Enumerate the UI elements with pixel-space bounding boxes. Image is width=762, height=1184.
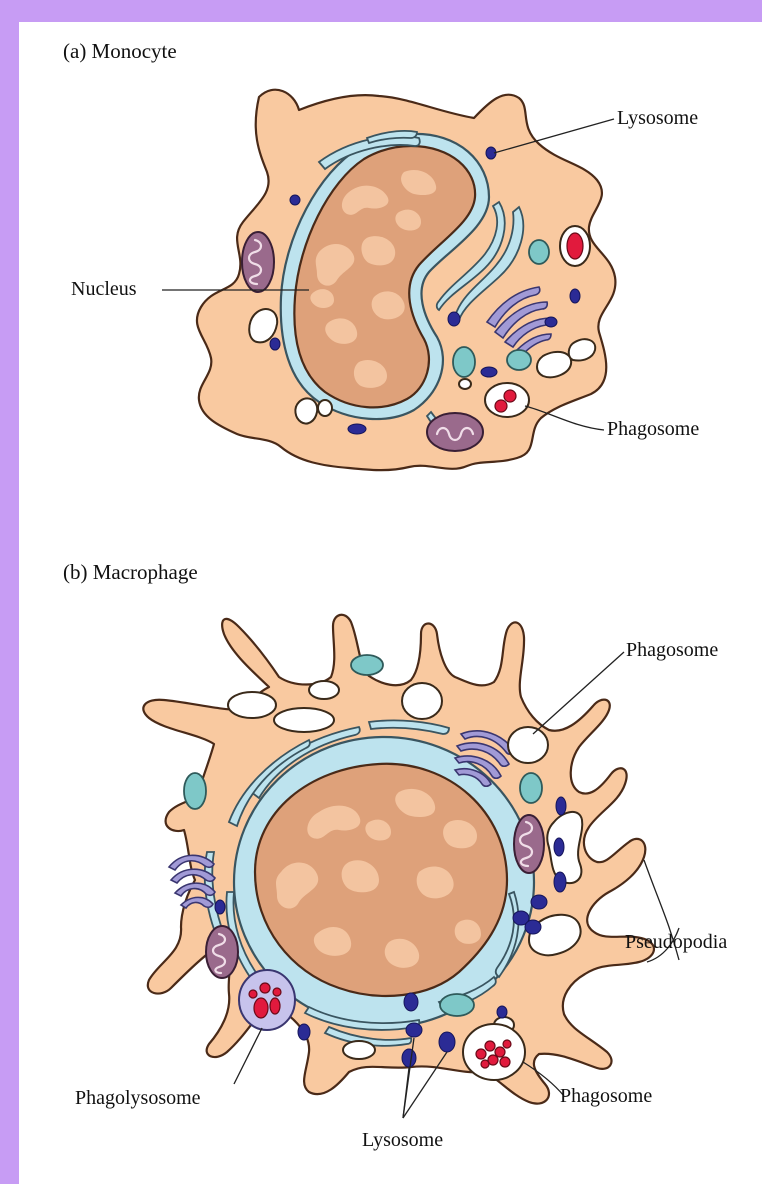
macrophage-vesicle <box>184 773 206 809</box>
monocyte-phagosome <box>485 383 529 417</box>
macrophage-vesicle <box>440 994 474 1016</box>
macrophage-vacuole <box>228 692 276 718</box>
cell-diagram: (a) Monocyte <box>19 22 762 1184</box>
monocyte-vacuole <box>318 400 332 416</box>
monocyte-vesicle <box>507 350 531 370</box>
figure-canvas: (a) Monocyte <box>19 22 762 1184</box>
monocyte-lysosome-label: Lysosome <box>617 107 698 129</box>
monocyte-phagosome-label: Phagosome <box>607 418 699 440</box>
monocyte-title: (a) Monocyte <box>63 39 177 63</box>
macrophage-phagosome-bottom-label: Phagosome <box>560 1085 652 1107</box>
phagolysosome <box>239 970 295 1030</box>
macrophage-phagosome-top-label: Phagosome <box>626 639 718 661</box>
monocyte-mitochondrion-bottom <box>427 413 483 451</box>
macrophage-mitochondrion-right <box>514 815 544 873</box>
macrophage-vesicle <box>351 655 383 675</box>
macrophage-vacuole <box>402 683 442 719</box>
monocyte-phagosome-top <box>560 226 590 266</box>
macrophage-vacuole <box>343 1041 375 1059</box>
phagolysosome-label: Phagolysosome <box>75 1087 201 1109</box>
macrophage-title: (b) Macrophage <box>63 560 198 584</box>
monocyte-vacuole <box>459 379 471 389</box>
monocyte-vacuole <box>569 339 595 360</box>
macrophage-phagosome-top <box>508 727 548 763</box>
monocyte-mitochondrion-left <box>242 232 274 292</box>
macrophage-mitochondrion-left <box>206 926 238 978</box>
macrophage-phagosome-bottom <box>463 1024 525 1080</box>
macrophage-vacuole <box>309 681 339 699</box>
pseudopodia-label: Pseudopodia <box>625 931 727 953</box>
monocyte-vesicle <box>529 240 549 264</box>
monocyte-vesicle <box>453 347 475 377</box>
macrophage-lysosome-label: Lysosome <box>362 1129 443 1151</box>
macrophage-panel: (b) Macrophage <box>63 560 727 1151</box>
monocyte-vacuole <box>295 398 317 423</box>
monocyte-panel: (a) Monocyte <box>63 39 699 470</box>
macrophage-vacuole <box>274 708 334 732</box>
macrophage-vesicle <box>520 773 542 803</box>
monocyte-nucleus-label: Nucleus <box>71 278 137 300</box>
